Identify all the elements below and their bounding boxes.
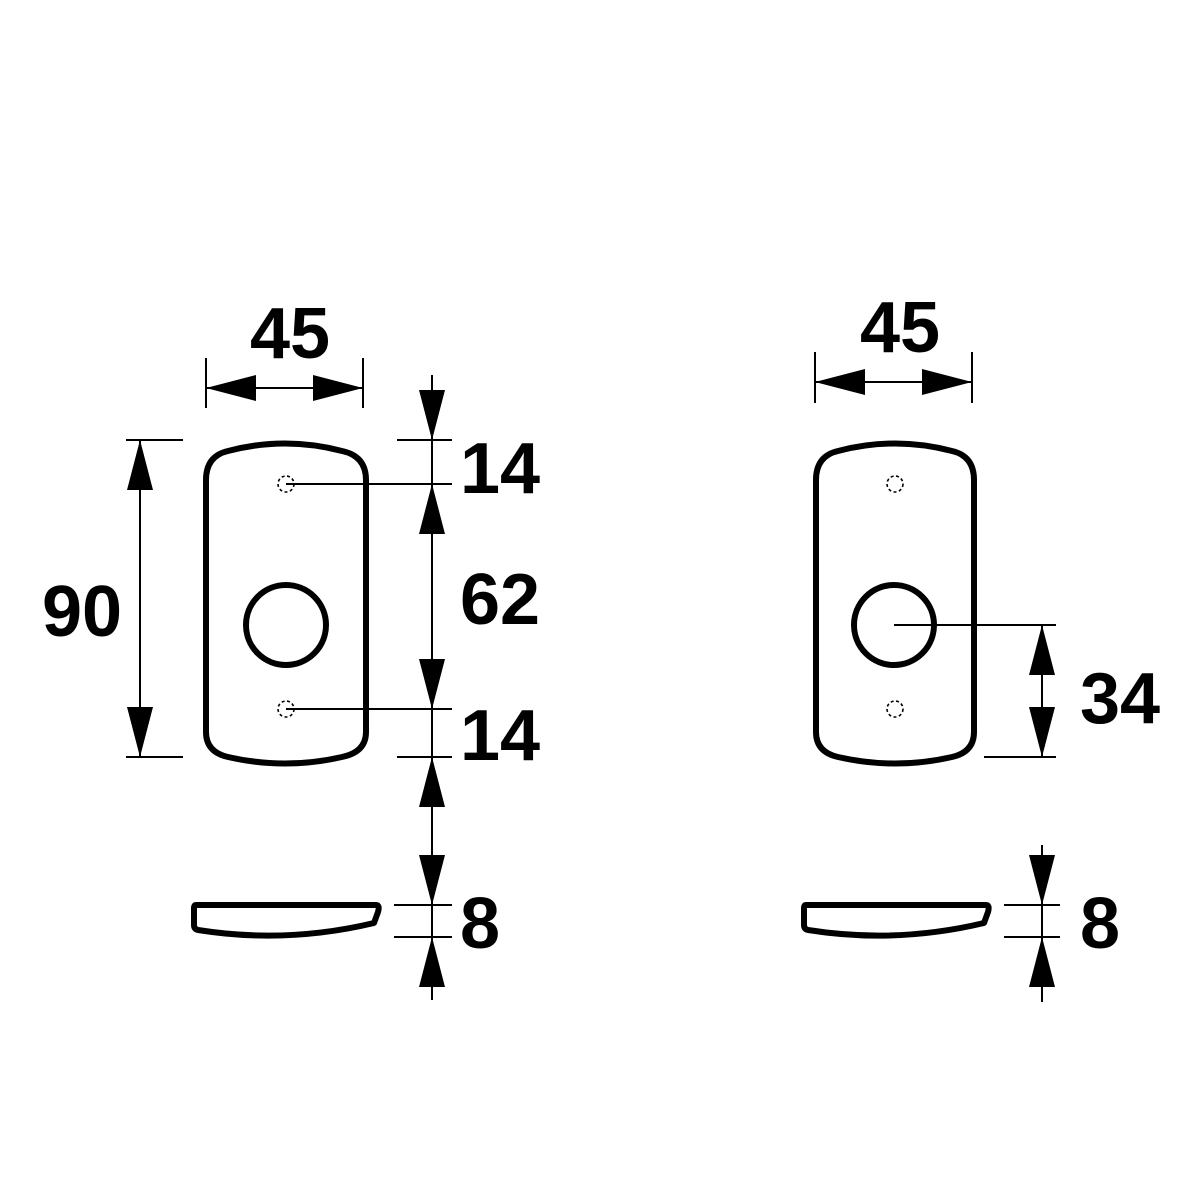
left-profile-outline bbox=[191, 902, 382, 939]
arrow-down bbox=[419, 390, 445, 440]
arrow-up bbox=[419, 757, 445, 807]
right-plate-outline bbox=[813, 440, 977, 767]
left-escutcheon-profile: 8 bbox=[191, 884, 500, 964]
left-thickness-label: 8 bbox=[460, 884, 500, 964]
arrow-down bbox=[419, 855, 445, 905]
arrow-right bbox=[922, 369, 972, 395]
arrow-left bbox=[206, 375, 256, 401]
right-escutcheon-profile: 8 bbox=[801, 845, 1120, 1002]
right-width-dimension: 45 bbox=[814, 288, 973, 403]
arrow-up bbox=[1029, 625, 1055, 675]
arrow-up bbox=[1029, 937, 1055, 987]
right-center-height-label: 34 bbox=[1080, 659, 1160, 739]
right-width-label: 45 bbox=[860, 288, 940, 368]
left-height-label: 90 bbox=[42, 572, 122, 652]
left-width-label: 45 bbox=[250, 294, 330, 374]
left-center-rose-circle bbox=[243, 582, 329, 668]
right-profile-outline bbox=[801, 902, 992, 939]
right-center-height-dimension: 34 bbox=[894, 624, 1160, 758]
left-escutcheon-front bbox=[203, 440, 369, 767]
right-escutcheon-front bbox=[813, 440, 977, 767]
arrow-down bbox=[127, 707, 153, 757]
arrow-right bbox=[313, 375, 363, 401]
left-top-offset-label: 14 bbox=[460, 429, 540, 509]
arrow-down bbox=[1029, 855, 1055, 905]
arrow-up bbox=[419, 937, 445, 987]
arrow-down bbox=[419, 659, 445, 709]
left-width-dimension: 45 bbox=[205, 294, 364, 408]
left-hole-spacing-label: 62 bbox=[460, 560, 540, 640]
arrow-left bbox=[815, 369, 865, 395]
left-vertical-chain-dimension: 14 62 14 bbox=[286, 375, 540, 1000]
right-bottom-screw-hole bbox=[886, 700, 904, 718]
left-plate-outline bbox=[203, 440, 369, 767]
right-top-screw-hole bbox=[886, 475, 904, 493]
arrow-down bbox=[1029, 707, 1055, 757]
arrow-up bbox=[419, 484, 445, 534]
arrow-up bbox=[127, 440, 153, 490]
left-height-dimension: 90 bbox=[42, 439, 183, 758]
right-thickness-label: 8 bbox=[1080, 884, 1120, 964]
left-bottom-offset-label: 14 bbox=[460, 696, 540, 776]
